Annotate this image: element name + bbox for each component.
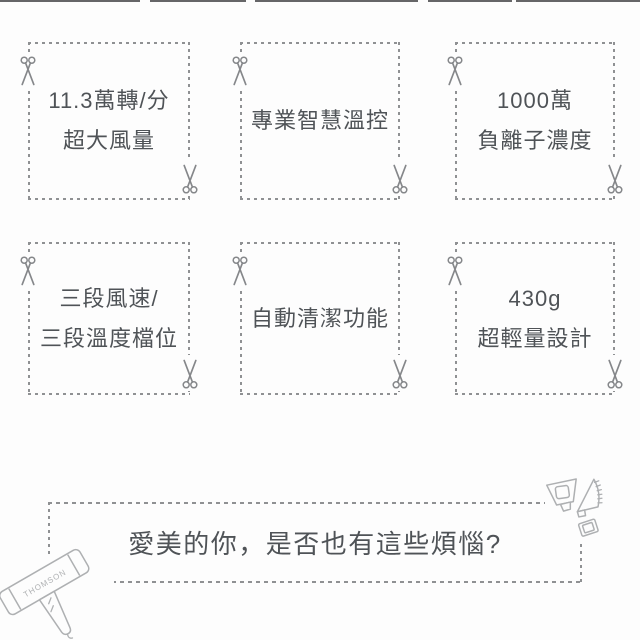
feature-text: 三段風速/ 三段溫度檔位	[28, 242, 190, 395]
dryer-cord-hook	[66, 633, 74, 639]
attachments-sketch-group	[546, 478, 603, 537]
banner: 愛美的你，是否也有這些煩惱?	[48, 502, 582, 583]
cropped-image-edge	[428, 0, 512, 2]
cropped-image-edge	[150, 0, 246, 2]
feature-card-lightweight: 430g 超輕量設計	[444, 242, 626, 395]
cropped-image-edge	[255, 0, 418, 2]
feature-text: 11.3萬轉/分 超大風量	[28, 42, 190, 200]
feature-card-temp-control: 專業智慧溫控	[229, 42, 411, 200]
feature-text: 1000萬 負離子濃度	[455, 42, 615, 200]
feature-line: 三段風速/	[59, 285, 159, 311]
feature-line: 11.3萬轉/分	[48, 88, 170, 113]
feature-text: 專業智慧溫控	[240, 42, 400, 200]
feature-card-self-clean: 自動清潔功能	[229, 242, 411, 395]
feature-line: 超輕量設計	[477, 325, 593, 351]
feature-line: 負離子濃度	[477, 128, 593, 153]
banner-title: 愛美的你，是否也有這些煩惱?	[128, 529, 502, 559]
cropped-image-edge	[516, 0, 640, 2]
feature-card-negative-ion: 1000萬 負離子濃度	[444, 42, 626, 200]
nozzle-attachment-icon	[546, 478, 577, 512]
feature-line: 430g	[508, 285, 562, 311]
hair-dryer-icon: THOMSON	[0, 548, 90, 639]
feature-line: 三段溫度檔位	[39, 325, 178, 351]
feature-line: 1000萬	[497, 88, 573, 113]
feature-text: 自動清潔功能	[240, 242, 400, 395]
dryer-vent-marks	[48, 597, 54, 613]
feature-card-airflow: 11.3萬轉/分 超大風量	[17, 42, 201, 200]
feature-text: 430g 超輕量設計	[455, 242, 615, 395]
feature-line: 超大風量	[62, 128, 155, 153]
feature-line: 自動清潔功能	[250, 305, 389, 331]
feature-card-speed-levels: 三段風速/ 三段溫度檔位	[17, 242, 201, 395]
comb-attachment-icon	[576, 478, 603, 518]
cropped-image-edge	[0, 0, 140, 2]
small-nozzle-attachment-icon	[577, 518, 599, 537]
feature-line: 專業智慧溫控	[250, 108, 389, 133]
